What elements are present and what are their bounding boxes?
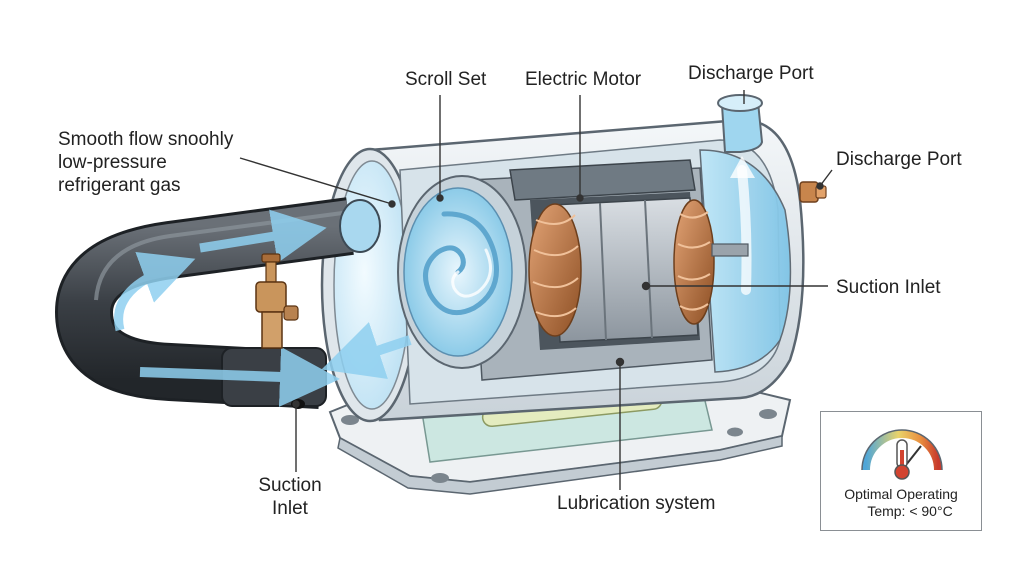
label-electric-motor: Electric Motor xyxy=(525,69,642,90)
label-suction-inlet-line-2: Inlet xyxy=(272,498,308,519)
label-lubrication-system: Lubrication system xyxy=(557,493,716,514)
label-smooth-flow-line-1: Smooth flow snoohly xyxy=(58,129,234,150)
label-suction-inlet-right: Suction Inlet xyxy=(836,277,941,298)
gauge-caption: Optimal Operating Temp: < 90°C xyxy=(821,486,981,520)
gas-flow-arrows xyxy=(114,209,412,407)
gauge-caption-line-1: Optimal Operating xyxy=(844,486,958,502)
label-suction-inlet-line-1: Suction xyxy=(258,475,322,496)
scroll-set xyxy=(397,175,527,369)
leader-lines xyxy=(239,90,833,490)
service-valve xyxy=(255,253,299,349)
label-discharge-port-right: Discharge Port xyxy=(836,149,962,170)
label-discharge-port-top: Discharge Port xyxy=(688,63,814,84)
electric-motor xyxy=(509,159,749,350)
temperature-gauge-icon xyxy=(861,429,943,480)
label-smooth-flow-line-2: low-pressure xyxy=(58,152,167,173)
label-suction-inlet-bottom: Suction Inlet xyxy=(250,474,330,520)
temperature-gauge-panel: Optimal Operating Temp: < 90°C xyxy=(820,411,982,531)
label-smooth-flow-line-3: refrigerant gas xyxy=(58,175,181,196)
label-scroll-set: Scroll Set xyxy=(405,69,487,90)
label-smooth-flow: Smooth flow snoohly low-pressure refrige… xyxy=(58,128,233,197)
suction-pipe xyxy=(54,197,381,409)
discharge-chamber xyxy=(699,94,792,373)
gauge-caption-line-2: Temp: < 90°C xyxy=(867,503,953,519)
